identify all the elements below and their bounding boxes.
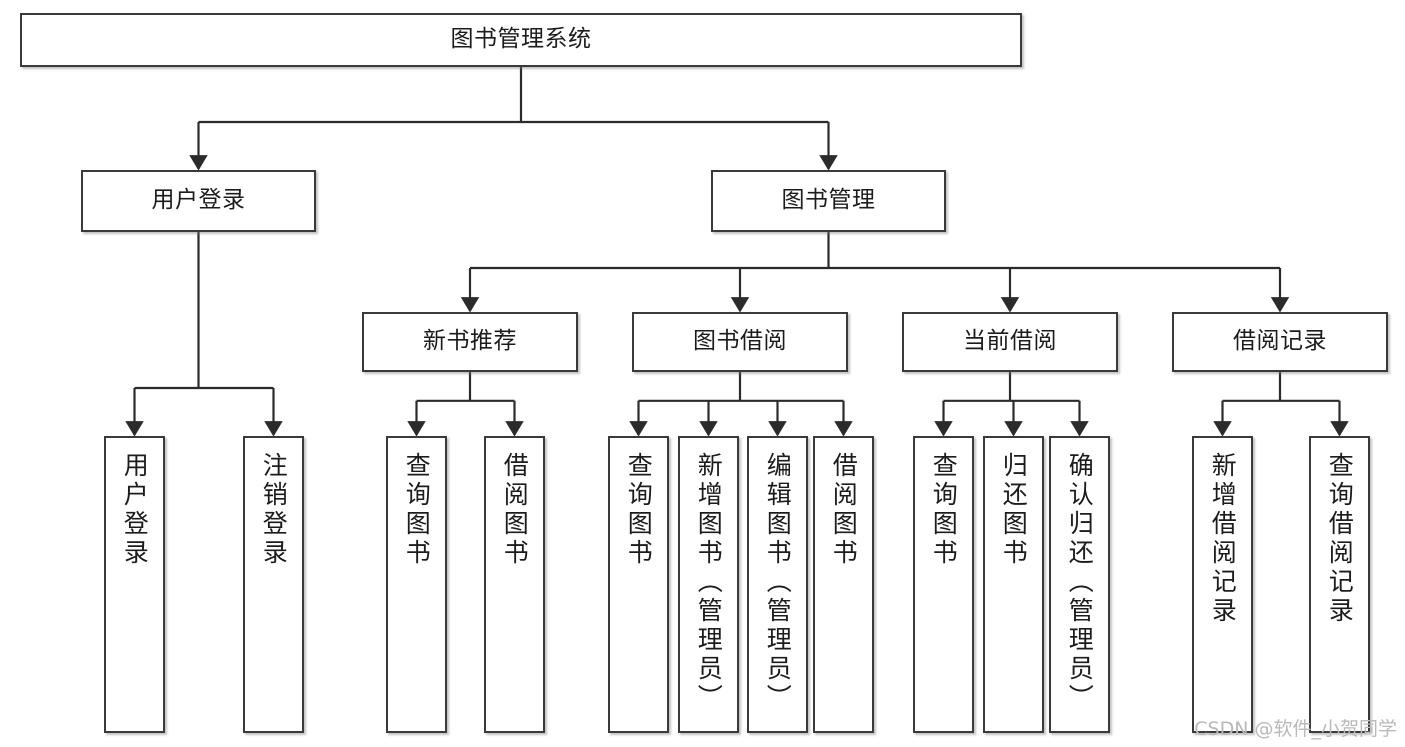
csdn-watermark: CSDN @软件_小贺同学 — [1194, 718, 1397, 740]
node-label: 编辑图书（管理员） — [763, 452, 793, 713]
node-leaf-query-book-3[interactable]: 查询图书 — [913, 436, 974, 733]
node-leaf-logout[interactable]: 注销登录 — [243, 436, 304, 733]
node-leaf-confirm-return[interactable]: 确认归还（管理员） — [1049, 436, 1110, 733]
node-label: 当前借阅 — [963, 328, 1057, 355]
connector-bus — [416, 372, 515, 402]
node-leaf-return-book[interactable]: 归还图书 — [983, 436, 1044, 733]
node-leaf-query-book-2[interactable]: 查询图书 — [608, 436, 669, 733]
connector-bus — [198, 67, 829, 124]
node-book-borrow[interactable]: 图书借阅 — [632, 312, 848, 372]
node-root-system[interactable]: 图书管理系统 — [20, 13, 1022, 67]
node-label: 图书管理 — [781, 187, 876, 214]
node-label: 用户登录 — [151, 187, 246, 214]
node-leaf-add-book[interactable]: 新增图书（管理员） — [678, 436, 739, 733]
node-label: 借阅图书 — [500, 452, 530, 568]
node-label: 用户登录 — [120, 452, 150, 568]
node-leaf-user-login[interactable]: 用户登录 — [104, 436, 165, 733]
node-label: 查询借阅记录 — [1325, 452, 1355, 626]
node-leaf-borrow-book-1[interactable]: 借阅图书 — [484, 436, 545, 733]
node-label: 查询图书 — [624, 452, 654, 568]
node-leaf-query-book-1[interactable]: 查询图书 — [386, 436, 447, 733]
node-book-manage[interactable]: 图书管理 — [711, 170, 946, 232]
connector-bus — [638, 372, 844, 402]
node-label: 借阅记录 — [1233, 328, 1327, 355]
node-leaf-borrow-book-2[interactable]: 借阅图书 — [813, 436, 874, 733]
node-label: 确认归还（管理员） — [1065, 452, 1095, 713]
node-leaf-add-record[interactable]: 新增借阅记录 — [1192, 436, 1253, 733]
node-label: 归还图书 — [999, 452, 1029, 568]
node-borrow-record[interactable]: 借阅记录 — [1172, 312, 1388, 372]
node-user-login[interactable]: 用户登录 — [81, 170, 316, 232]
connector-bus — [1222, 372, 1340, 402]
node-current-borrow[interactable]: 当前借阅 — [902, 312, 1118, 372]
node-leaf-query-record[interactable]: 查询借阅记录 — [1309, 436, 1370, 733]
node-label: 图书管理系统 — [450, 26, 592, 53]
node-label: 图书借阅 — [693, 328, 787, 355]
node-label: 新增借阅记录 — [1208, 452, 1238, 626]
node-label: 查询图书 — [402, 452, 432, 568]
connector-bus — [943, 372, 1080, 402]
node-label: 新书推荐 — [423, 328, 517, 355]
node-leaf-edit-book[interactable]: 编辑图书（管理员） — [747, 436, 808, 733]
node-label: 查询图书 — [929, 452, 959, 568]
node-label: 新增图书（管理员） — [694, 452, 724, 713]
connector-bus — [134, 232, 274, 390]
node-new-book-recommend[interactable]: 新书推荐 — [362, 312, 578, 372]
node-label: 注销登录 — [259, 452, 289, 568]
node-label: 借阅图书 — [829, 452, 859, 568]
connector-bus — [470, 232, 1280, 270]
